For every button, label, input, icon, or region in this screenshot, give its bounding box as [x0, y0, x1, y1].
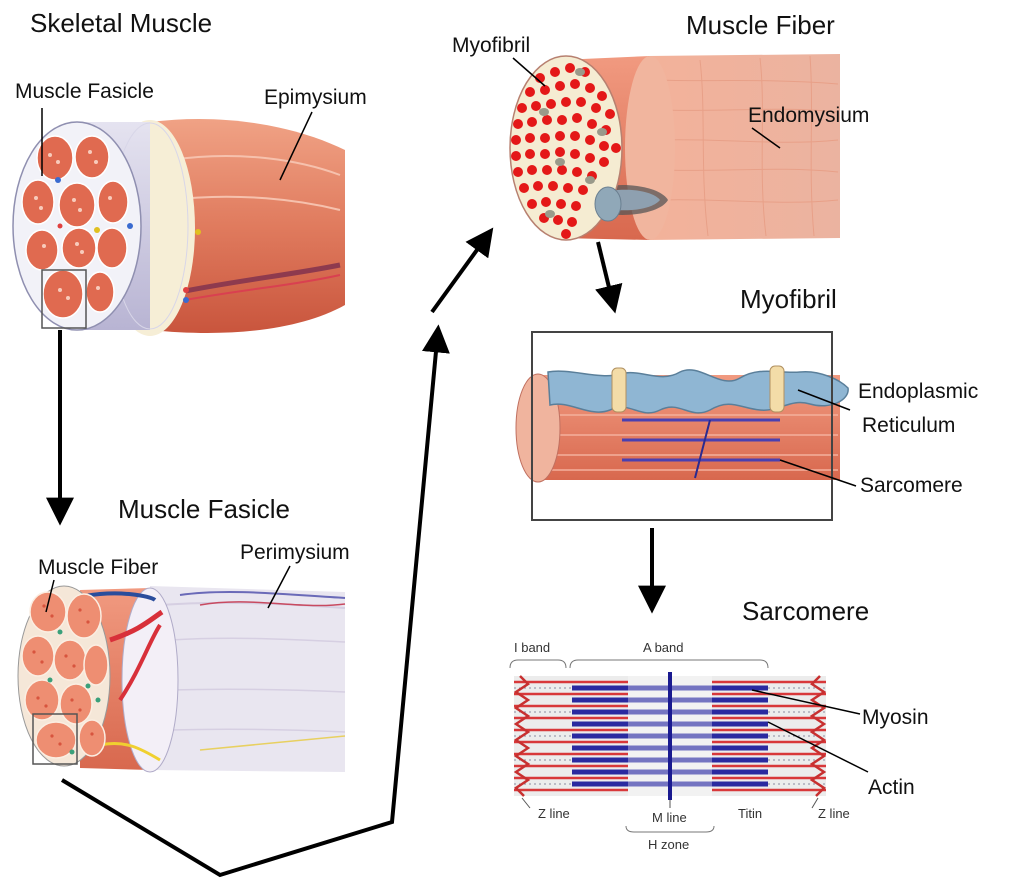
skeletal-muscle-title: Skeletal Muscle	[30, 8, 212, 39]
arrow-fiber-upper	[432, 232, 490, 312]
a-band-label: A band	[643, 640, 684, 655]
sarcomere-title: Sarcomere	[742, 596, 869, 627]
z-line-left-label: Z line	[538, 806, 570, 821]
muscle-fascicle-illustration	[18, 566, 345, 772]
muscle-fiber-label: Muscle Fiber	[38, 556, 158, 580]
titin-label: Titin	[738, 806, 762, 821]
myosin-label: Myosin	[862, 706, 929, 730]
endomysium-label: Endomysium	[748, 104, 869, 128]
myofibril-label: Myofibril	[452, 34, 530, 58]
myofibril-illustration	[516, 332, 856, 520]
endoplasmic-label: Endoplasmic	[858, 380, 978, 404]
z-line-right-label: Z line	[818, 806, 850, 821]
muscle-fascicle-title: Muscle Fasicle	[118, 494, 290, 525]
arrow-fiber-to-myofibril	[598, 242, 614, 308]
i-band-label: I band	[514, 640, 550, 655]
epimysium-label: Epimysium	[264, 86, 367, 110]
muscle-fiber-title: Muscle Fiber	[686, 10, 835, 41]
muscle-fascicle-label: Muscle Fasicle	[15, 80, 154, 104]
muscle-fiber-illustration	[510, 54, 840, 240]
actin-label: Actin	[868, 776, 915, 800]
m-line-label: M line	[652, 810, 687, 825]
sarcomere-label: Sarcomere	[860, 474, 963, 498]
h-zone-label: H zone	[648, 837, 689, 852]
myofibril-title: Myofibril	[740, 284, 837, 315]
perimysium-label: Perimysium	[240, 541, 350, 565]
reticulum-label: Reticulum	[862, 414, 955, 438]
skeletal-muscle-illustration	[13, 108, 345, 336]
